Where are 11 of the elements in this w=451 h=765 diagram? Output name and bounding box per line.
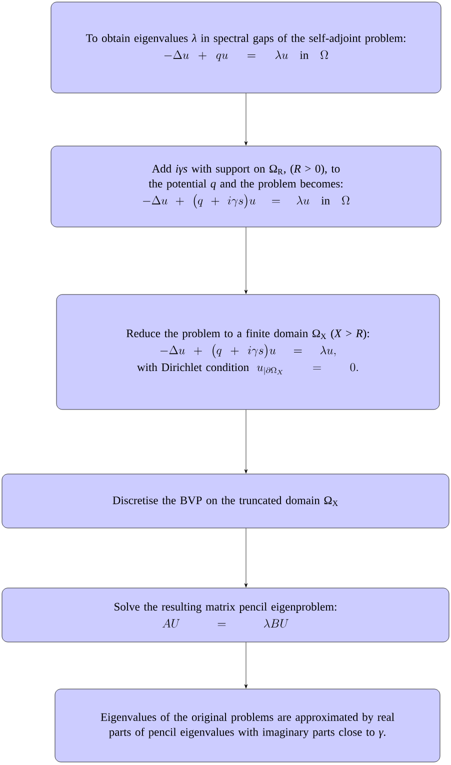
process-box: Eigenvalues of the original problems are approximated by real parts of pencil eigenvalues with imaginary parts close to γ. xyxy=(54,688,440,762)
arrow xyxy=(244,410,248,474)
process-box: Add iγs with support on Ω$_{R}$, (R > 0), to the potential q and the problem becomes: $-\Delta u + \big(q + i\gamma s\big)u = \lambda u \quad \mathrm{in} \quad \Omega$ xyxy=(50,146,442,228)
process-box: Reduce the problem to a finite domain Ω$_{X}$ (X > R): $-\Delta u + \big(q + i\gamma s\big)u = \lambda u,$ $\mbox{with Dirichlet condition }\ u_{|\partial\Omega_X} \;=\; 0.$ xyxy=(56,294,440,410)
arrow xyxy=(244,528,248,588)
process-box: Discretise the BVP on the truncated domain Ω$_{X}$ xyxy=(2,474,450,528)
arrow xyxy=(244,93,248,146)
arrow xyxy=(244,227,248,294)
process-box: To obtain eigenvalues λ in spectral gaps of the self-adjoint problem: $-\Delta u + qu = \lambda u \quad \mathrm{in} \quad \Omega$ xyxy=(50,2,442,94)
process-box: Solve the resulting matrix pencil eigenproblem: $AU \quad = \quad \lambda BU$ xyxy=(2,588,450,642)
arrow xyxy=(244,642,248,688)
